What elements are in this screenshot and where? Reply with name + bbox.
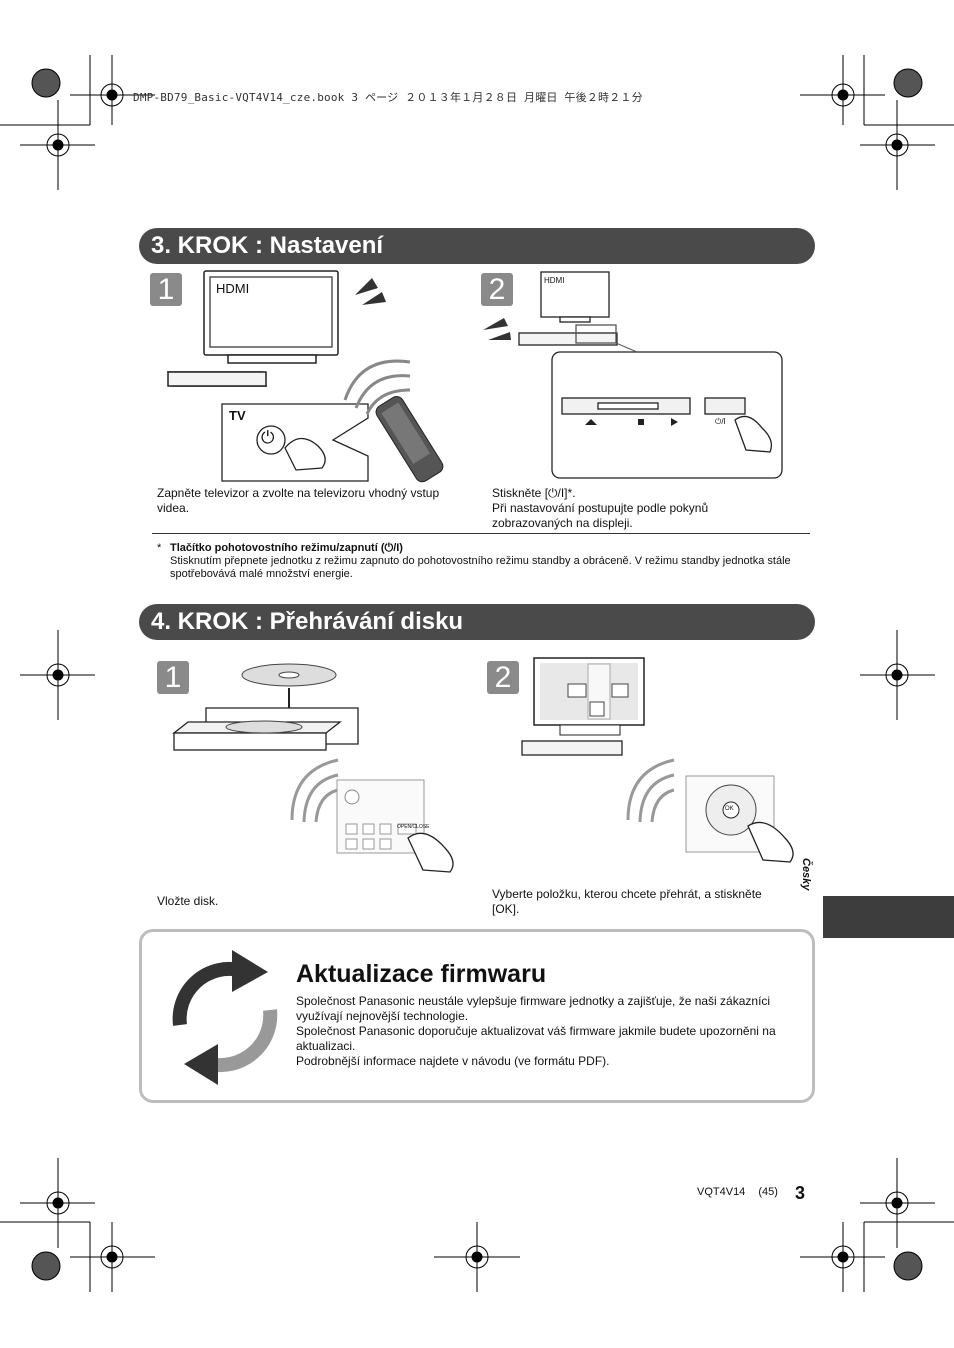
step-3-2-caption-line1: Stiskněte [⏻/I]*. [492, 486, 576, 500]
step-4-1-caption: Vložte disk. [157, 894, 219, 908]
firmware-text: Společnost Panasonic neustále vylepšuje … [296, 994, 806, 1069]
firmware-paragraph-1: Společnost Panasonic neustále vylepšuje … [296, 994, 771, 1023]
firmware-paragraph-2: Společnost Panasonic doporučuje aktualiz… [296, 1024, 776, 1053]
standby-note-title: Tlačítko pohotovostního režimu/zapnutí (… [170, 542, 403, 554]
step-3-2-caption: Stiskněte [⏻/I]*. Při nastavování postup… [492, 486, 742, 531]
hdmi-small-label: HDMI [544, 276, 565, 285]
hdmi-screen-label: HDMI [216, 281, 250, 296]
firmware-paragraph-3: Podrobnější informace najdete v návodu (… [296, 1054, 610, 1068]
standby-note: Tlačítko pohotovostního režimu/zapnutí (… [170, 542, 800, 581]
standby-button-label: ⏻/I [715, 417, 726, 426]
footer-code: VQT4V14 (45) [697, 1186, 778, 1198]
step-badge-3-1: 1 [150, 273, 182, 306]
page-number: 3 [795, 1183, 806, 1203]
step-3-2-caption-line2: Při nastavování postupujte podle pokynů … [492, 501, 709, 530]
step-badge-4-2: 2 [487, 661, 519, 694]
standby-note-text: Stisknutím přepnete jednotku z režimu za… [170, 555, 791, 580]
step-badge-4-1: 1 [157, 661, 189, 694]
step-3-1-caption: Zapněte televizor a zvolte na televizoru… [157, 486, 440, 515]
page-reference: (45) [758, 1186, 778, 1198]
print-header-line: DMP-BD79_Basic-VQT4V14_cze.book 3 ページ ２０… [133, 91, 643, 104]
tv-remote-label: TV [229, 408, 246, 423]
note-divider [152, 533, 810, 534]
section-4-title: 4. KROK : Přehrávání disku [139, 604, 815, 640]
step-4-2-caption: Vyberte položku, kterou chcete přehrát, … [492, 887, 762, 916]
language-side-tab [823, 896, 954, 938]
firmware-title: Aktualizace firmwaru [296, 960, 547, 988]
firmware-box [139, 929, 815, 1103]
power-icon: ⏻ [261, 428, 275, 447]
ok-button-label: OK [725, 806, 734, 812]
step-badge-3-2: 2 [481, 273, 513, 306]
document-code: VQT4V14 [697, 1186, 746, 1198]
note-marker: * [157, 542, 162, 554]
open-close-button-label: OPEN/CLOSE [397, 824, 430, 830]
section-3-title: 3. KROK : Nastavení [139, 228, 815, 264]
